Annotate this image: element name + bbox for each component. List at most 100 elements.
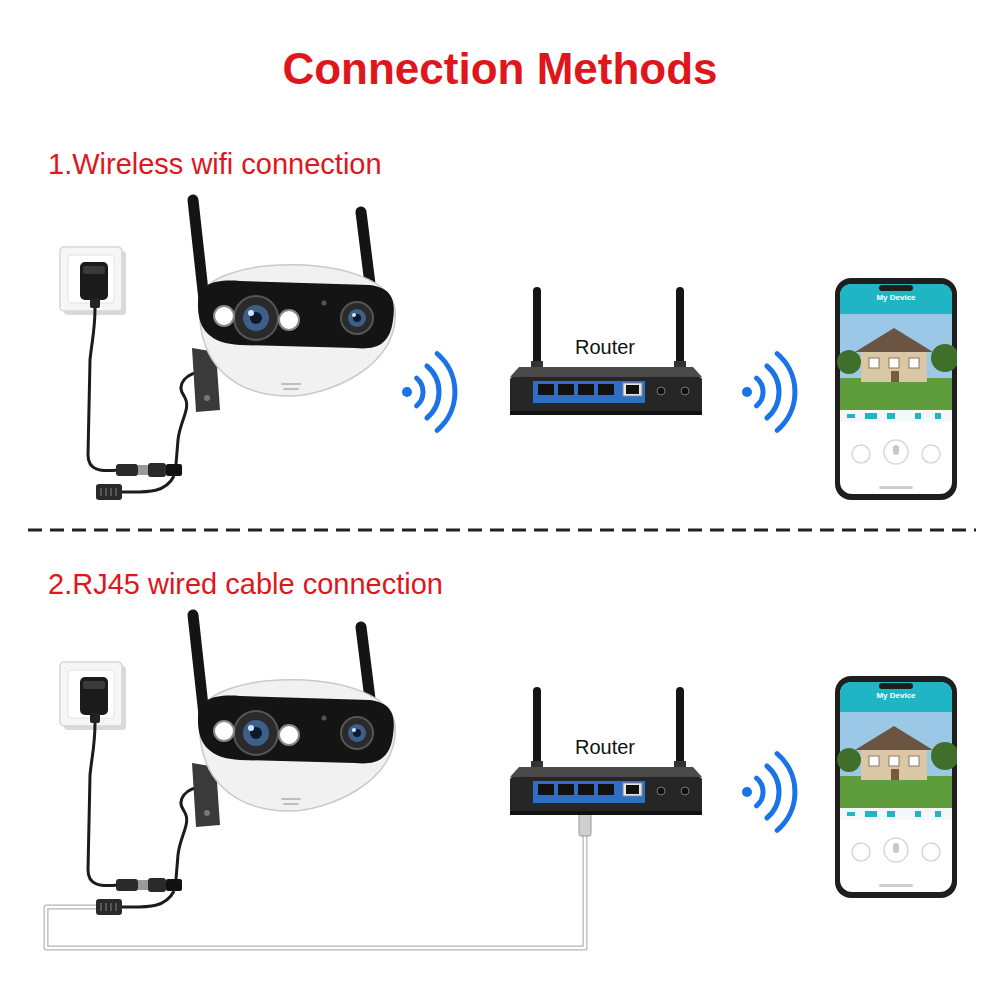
router-outline (533, 691, 541, 769)
ethernet-cable (579, 812, 591, 836)
wifi-signal (402, 354, 455, 431)
phone-outline (852, 445, 870, 463)
section-heading: 2.RJ45 wired cable connection (48, 568, 443, 601)
phone-outline (835, 278, 957, 500)
phone-outline (909, 358, 919, 368)
phone-outline (865, 413, 877, 419)
section-heading: 1.Wireless wifi connection (48, 148, 382, 181)
router-outline (626, 385, 639, 394)
phone-outline (840, 808, 952, 820)
router-device: Router (505, 685, 705, 820)
phone-outline (869, 358, 879, 368)
wifi-signal (742, 354, 795, 431)
phone-outline (840, 682, 952, 892)
phone-outline (891, 371, 899, 382)
phone-outline (931, 344, 957, 372)
router-outline (558, 784, 574, 795)
router-outline (598, 784, 614, 795)
phone-outline (889, 756, 899, 766)
phone-outline (889, 358, 899, 368)
router-outline (623, 783, 642, 796)
router-outline (510, 411, 702, 415)
phone-outline (935, 413, 941, 419)
phone-outline (840, 410, 952, 422)
phone-outline (869, 756, 879, 766)
camera-set (60, 200, 395, 500)
phone-outline (915, 811, 921, 817)
phone-outline (887, 413, 895, 419)
router-outline (681, 787, 689, 795)
wifi-signal (742, 754, 795, 831)
router-outline (510, 777, 702, 815)
screen-title: My Device (876, 691, 915, 701)
ethernet-cable (46, 834, 585, 948)
phone-outline (861, 748, 927, 780)
phone-outline (893, 843, 899, 853)
router-outline (578, 784, 594, 795)
phone-outline (837, 748, 861, 772)
phone-outline (891, 769, 899, 780)
router-outline (510, 811, 702, 815)
router-outline (558, 384, 574, 395)
phone-outline (879, 683, 913, 689)
phone-outline (884, 440, 908, 464)
phone-outline (855, 726, 933, 750)
device-label: Router (575, 335, 635, 359)
phone-outline (855, 328, 933, 352)
phone-outline (909, 756, 919, 766)
router-outline (510, 367, 702, 377)
phone-outline (847, 414, 855, 418)
phone-outline (879, 884, 913, 887)
router-outline (533, 291, 541, 369)
phone-outline (835, 676, 957, 898)
router-outline (657, 787, 665, 795)
router-outline (533, 381, 645, 403)
phone-outline (884, 838, 908, 862)
phone-outline (922, 445, 940, 463)
phone-outline (840, 284, 952, 494)
phone-outline (840, 776, 952, 808)
phone-outline (847, 812, 855, 816)
device-label: Router (575, 735, 635, 759)
phone-outline (852, 843, 870, 861)
phone-outline (837, 350, 861, 374)
phone-outline (861, 350, 927, 382)
phone-outline (840, 378, 952, 410)
phone-outline (879, 285, 913, 291)
phone-screen: My Device (835, 278, 957, 500)
router-outline (676, 691, 684, 769)
router-outline (533, 781, 645, 803)
phone-outline (935, 811, 941, 817)
router-outline (510, 767, 702, 777)
phone-outline (922, 843, 940, 861)
phone-outline (887, 811, 895, 817)
router-outline (598, 384, 614, 395)
ethernet-cable (46, 812, 591, 948)
router-outline (681, 387, 689, 395)
router-outline (510, 377, 702, 415)
phone-outline (840, 682, 952, 712)
router-outline (626, 785, 639, 794)
router-outline (538, 384, 554, 395)
phone-outline (865, 811, 877, 817)
phone-outline (840, 284, 952, 314)
screen-title: My Device (876, 293, 915, 303)
phone-outline (835, 676, 957, 898)
router-outline (623, 383, 642, 396)
router-outline (538, 784, 554, 795)
router-outline (657, 387, 665, 395)
phone-outline (915, 413, 921, 419)
phone-outline (879, 486, 913, 489)
router-outline (676, 291, 684, 369)
router-device: Router (505, 285, 705, 420)
phone-screen: My Device (835, 676, 957, 898)
ethernet-cable (46, 834, 585, 948)
router-outline (578, 384, 594, 395)
section-divider (28, 529, 976, 532)
title: Connection Methods (0, 44, 1000, 94)
phone-outline (835, 278, 957, 500)
phone-outline (893, 445, 899, 455)
camera-set (60, 615, 395, 915)
phone-outline (931, 742, 957, 770)
